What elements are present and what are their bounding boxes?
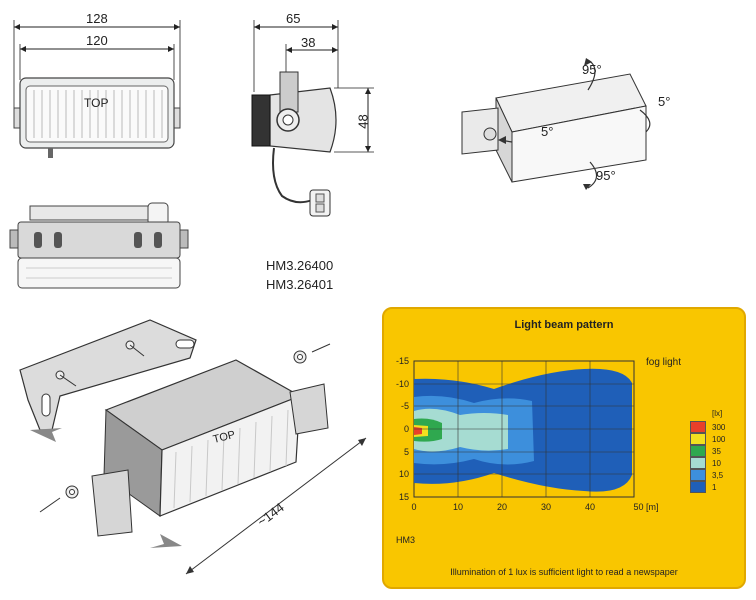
y-tick: 15: [399, 492, 409, 502]
dimension-width-outer: 128: [86, 11, 108, 26]
dimension-depth-total: 65: [286, 11, 301, 26]
legend-label: 1: [712, 482, 717, 492]
legend-swatch: [690, 445, 706, 457]
exploded-top-label: TOP: [212, 429, 237, 446]
fog-light-label: fog light: [646, 357, 682, 368]
y-tick: -10: [396, 379, 409, 389]
legend-label: 300: [712, 422, 726, 432]
legend-label: 35: [712, 446, 721, 456]
y-tick: -15: [396, 356, 409, 366]
exploded-view-drawing: TOP: [19, 319, 367, 575]
legend-item: 10: [690, 457, 725, 469]
model-number-2: HM3.26401: [266, 277, 334, 292]
beam-model-label: HM3: [396, 535, 416, 545]
rotation-right-label: 5°: [658, 94, 671, 109]
front-top-label: TOP: [84, 96, 108, 110]
rotation-top-label: 95°: [582, 62, 602, 77]
dimension-height: 48: [355, 114, 371, 129]
x-tick: 20: [497, 502, 507, 512]
legend-swatch: [690, 469, 706, 481]
legend-item: 100: [690, 433, 725, 445]
dimension-depth-partial: 38: [301, 35, 316, 50]
legend-label: 3,5: [712, 470, 724, 480]
y-tick: 5: [404, 447, 409, 457]
y-tick: 0: [404, 424, 409, 434]
legend-swatch: [690, 433, 706, 445]
beam-pattern-panel: Light beam pattern fog light -15 -10 -5 …: [382, 307, 746, 589]
beam-plot: -15 -10 -5 0 5 10 15 0 10 20 30 40 50 [m…: [396, 356, 659, 512]
x-tick: 10: [453, 502, 463, 512]
side-view-drawing: [251, 20, 374, 217]
rotation-bottom-label: 95°: [596, 168, 616, 183]
legend-item: 1: [690, 481, 725, 493]
rotation-view-drawing: [461, 58, 651, 190]
y-tick: -5: [401, 401, 409, 411]
x-tick: 30: [541, 502, 551, 512]
beam-legend: [lx] 300 100 35 10 3,5 1: [690, 409, 725, 493]
beam-title: Light beam pattern: [514, 319, 614, 331]
legend-item: 300: [690, 421, 725, 433]
front-view-drawing: TOP: [9, 20, 189, 289]
model-number-1: HM3.26400: [266, 258, 334, 273]
dimension-width-inner: 120: [86, 33, 108, 48]
y-tick: 10: [399, 469, 409, 479]
rotation-left-label: 5°: [541, 124, 554, 139]
legend-swatch: [690, 457, 706, 469]
legend-swatch: [690, 421, 706, 433]
legend-swatch: [690, 481, 706, 493]
legend-item: 35: [690, 445, 725, 457]
legend-unit: [lx]: [712, 409, 723, 418]
legend-label: 100: [712, 434, 726, 444]
x-tick: 40: [585, 502, 595, 512]
beam-note: Illumination of 1 lux is sufficient ligh…: [450, 567, 678, 577]
x-tick: 50 [m]: [633, 502, 658, 512]
x-tick: 0: [411, 502, 416, 512]
legend-label: 10: [712, 458, 721, 468]
legend-item: 3,5: [690, 469, 725, 481]
